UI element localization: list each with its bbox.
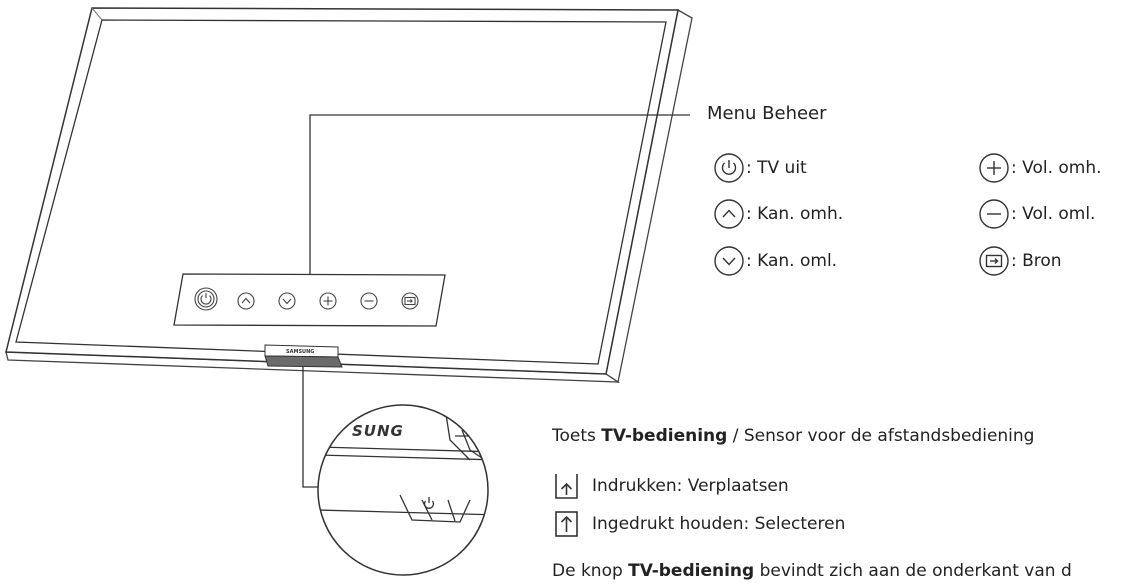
menu-item-source: : Bron (1011, 251, 1062, 271)
tv-control-panel (173, 273, 446, 327)
tv-controller-highlight (264, 355, 343, 368)
menu-item-volume-up: : Vol. omh. (1011, 158, 1102, 178)
menu-item-channel-down: : Kan. oml. (746, 251, 838, 271)
hold-select-icon (555, 511, 578, 537)
hold-select-label: Ingedrukt houden: Selecteren (592, 514, 846, 534)
menu-callout-line (309, 114, 690, 274)
power-icon (714, 153, 744, 183)
tv-illustration: SAMSUNG (5, 7, 693, 384)
zoom-controller-power-icon (423, 497, 435, 509)
menu-item-tv-off: : TV uit (746, 158, 807, 178)
controller-note-bold: TV-bediening (628, 561, 755, 581)
zoom-brand-fragment: SUNG (352, 422, 404, 440)
tv-inner-ridge (91, 7, 103, 21)
press-move-label: Indrukken: Verplaatsen (592, 476, 789, 496)
press-move-icon (555, 474, 578, 499)
controller-heading-bold: TV-bediening (601, 426, 728, 446)
panel-source-icon (401, 292, 419, 310)
controller-zoom-view: SUNG (317, 404, 489, 576)
tv-brand-logo: SAMSUNG (286, 349, 314, 355)
chevron-down-icon (714, 246, 744, 276)
plus-icon (979, 153, 1009, 183)
controller-note: De knop TV-bediening bevindt zich aan de… (552, 560, 1072, 582)
panel-minus-icon (360, 292, 378, 310)
chevron-up-icon (714, 199, 744, 229)
panel-power-icon (194, 287, 218, 311)
controller-heading-plain: Toets (552, 426, 602, 446)
panel-chevron-down-icon (278, 292, 296, 310)
panel-plus-icon (319, 292, 337, 310)
controller-note-rest: bevindt zich aan de onderkant van d (754, 561, 1072, 581)
menu-title: Menu Beheer (707, 103, 827, 124)
panel-chevron-up-icon (237, 292, 255, 310)
menu-item-volume-down: : Vol. oml. (1011, 204, 1096, 224)
tv-screen (15, 19, 667, 365)
menu-item-channel-up: : Kan. omh. (746, 204, 844, 224)
controller-heading-rest: / Sensor voor de afstandsbediening (727, 426, 1035, 446)
controller-note-plain: De knop (552, 561, 629, 581)
controller-heading: Toets TV-bediening / Sensor voor de afst… (552, 425, 1034, 447)
minus-icon (979, 199, 1009, 229)
source-icon (979, 246, 1009, 276)
